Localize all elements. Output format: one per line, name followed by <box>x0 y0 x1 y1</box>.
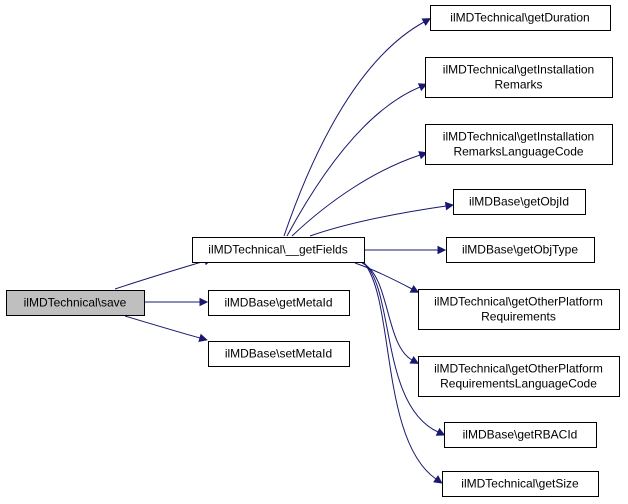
node-label: Requirements <box>481 310 556 324</box>
arrowhead <box>418 151 428 160</box>
node-label: ilMDTechnical\getInstallation <box>443 63 594 77</box>
edge-save-to-get-fields <box>114 260 206 290</box>
arrowhead <box>444 201 455 211</box>
node-box <box>418 356 620 397</box>
node-get-installation-remarks-language-code[interactable]: ilMDTechnical\getInstallationRemarksLang… <box>425 124 613 165</box>
node-label: RequirementsLanguageCode <box>440 377 597 391</box>
node-box <box>418 289 620 330</box>
node-box <box>6 290 145 316</box>
node-label: ilMDBase\setMetaId <box>225 347 332 361</box>
call-nodes: ilMDTechnical\save ilMDTechnical\__getFie… <box>6 5 620 497</box>
node-label: ilMDTechnical\__getFields <box>208 243 347 257</box>
arrowhead <box>409 284 420 293</box>
node-box <box>446 237 595 263</box>
node-save[interactable]: ilMDTechnical\save <box>6 290 145 316</box>
node-box <box>444 422 597 448</box>
node-get-obj-id[interactable]: ilMDBase\getObjId <box>453 189 586 215</box>
arrowhead <box>435 427 446 436</box>
edge-get-fields-to-get-other-platform-requirements-language-code <box>361 262 413 361</box>
arrowhead <box>198 333 208 343</box>
node-label: ilMDTechnical\getInstallation <box>443 130 594 144</box>
arrowhead <box>409 355 420 364</box>
edge-get-fields-to-get-installation-remarks <box>286 86 421 237</box>
node-get-meta-id[interactable]: ilMDBase\getMetaId <box>208 290 350 316</box>
arrowhead <box>417 83 428 92</box>
edge-get-fields-to-get-rbac-id <box>363 262 439 433</box>
arrowhead <box>433 475 443 484</box>
node-label: ilMDBase\getRBACId <box>463 428 578 442</box>
node-label: ilMDTechnical\getOtherPlatform <box>434 295 603 309</box>
edge-get-fields-to-get-other-platform-requirements <box>354 262 413 290</box>
node-label: ilMDTechnical\getOtherPlatform <box>434 362 603 376</box>
arrowhead <box>199 297 209 307</box>
node-get-other-platform-requirements[interactable]: ilMDTechnical\getOtherPlatformRequiremen… <box>418 289 620 330</box>
edge-save-to-set-meta-id <box>124 315 201 339</box>
node-label: ilMDTechnical\save <box>24 296 127 310</box>
node-box <box>442 471 599 497</box>
node-label: ilMDBase\getMetaId <box>224 296 332 310</box>
node-label: RemarksLanguageCode <box>453 145 583 159</box>
node-box <box>453 189 586 215</box>
node-get-duration[interactable]: ilMDTechnical\getDuration <box>430 5 611 31</box>
edge-get-fields-to-get-duration <box>283 21 425 237</box>
node-label: ilMDTechnical\getSize <box>461 477 579 491</box>
node-label: Remarks <box>494 78 542 92</box>
node-box <box>425 57 613 98</box>
node-set-meta-id[interactable]: ilMDBase\setMetaId <box>208 341 350 367</box>
node-box <box>192 237 365 263</box>
node-get-size[interactable]: ilMDTechnical\getSize <box>442 471 599 497</box>
arrowhead <box>421 18 432 27</box>
call-edges <box>114 18 455 484</box>
node-box <box>430 5 611 31</box>
node-box <box>208 341 350 367</box>
node-get-rbac-id[interactable]: ilMDBase\getRBACId <box>444 422 597 448</box>
node-box <box>425 124 613 165</box>
edge-get-fields-to-get-size <box>363 262 437 480</box>
arrowhead <box>437 245 447 255</box>
node-label: ilMDBase\getObjType <box>462 243 578 257</box>
node-label: ilMDTechnical\getDuration <box>450 11 589 25</box>
node-box <box>208 290 350 316</box>
node-get-fields[interactable]: ilMDTechnical\__getFields <box>192 237 365 263</box>
edge-get-fields-to-get-obj-id <box>309 205 447 237</box>
node-get-other-platform-requirements-language-code[interactable]: ilMDTechnical\getOtherPlatformRequiremen… <box>418 356 620 397</box>
node-label: ilMDBase\getObjId <box>469 195 569 209</box>
edge-get-fields-to-get-installation-remarks-language-code <box>291 154 421 237</box>
node-get-obj-type[interactable]: ilMDBase\getObjType <box>446 237 595 263</box>
